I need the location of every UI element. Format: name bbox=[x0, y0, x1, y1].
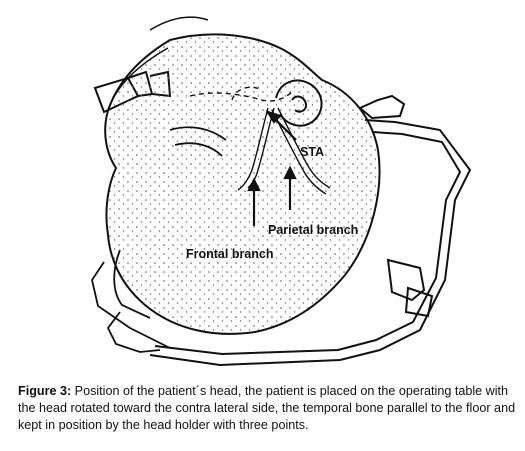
face-outline bbox=[91, 126, 227, 353]
head-outline bbox=[104, 16, 381, 335]
figure-caption: Figure 3: Position of the patient´s head… bbox=[18, 383, 518, 434]
label-sta: STA bbox=[300, 145, 324, 159]
arrow-frontal bbox=[247, 177, 261, 226]
head-holder-frame bbox=[149, 94, 472, 367]
label-parietal-branch: Parietal branch bbox=[268, 223, 358, 237]
caption-text: Position of the patient´s head, the pati… bbox=[18, 384, 516, 432]
arrow-parietal bbox=[283, 165, 297, 210]
illustration: STA Parietal branch Frontal branch bbox=[91, 16, 472, 367]
ear bbox=[275, 79, 323, 127]
caption-prefix: Figure 3: bbox=[18, 384, 72, 398]
label-frontal-branch: Frontal branch bbox=[186, 247, 274, 261]
arrow-sta bbox=[265, 110, 297, 141]
incision-line bbox=[189, 91, 293, 102]
